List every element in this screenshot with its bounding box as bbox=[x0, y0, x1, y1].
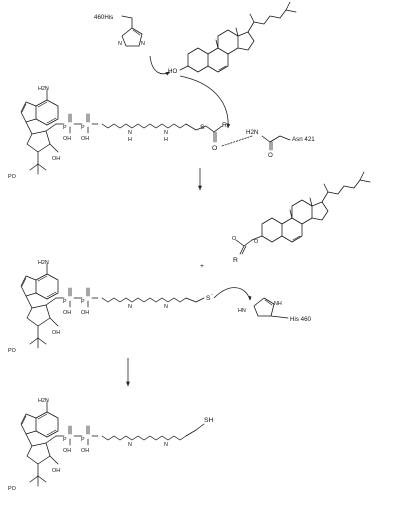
thioester-s-label: S bbox=[200, 124, 205, 131]
sugar-oh-label: OH bbox=[52, 156, 60, 162]
asn421: H2N O Asn 421 bbox=[221, 129, 315, 159]
p-label-6: P bbox=[81, 437, 85, 443]
coa-thiolate: H2N P P OH OH N N OH PO S - bbox=[8, 260, 213, 354]
his-label-bottom: His 460 bbox=[290, 316, 312, 323]
imidazolium-nh-label: NH bbox=[274, 301, 282, 307]
acyl-coa: H2N P P OH OH N H N H OH PO S R O bbox=[8, 86, 227, 180]
p-label-1: P bbox=[63, 125, 67, 131]
h-label-1: H bbox=[128, 137, 132, 143]
plus-sign: + bbox=[200, 263, 204, 270]
oh-label-2: OH bbox=[81, 136, 89, 142]
thiolate-charge: - bbox=[211, 292, 213, 298]
his-label-top: 460His bbox=[94, 14, 113, 21]
adenine-amino-label-3: H2N bbox=[38, 398, 49, 404]
imidazolium-hn-label: HN bbox=[238, 308, 246, 314]
imidazole-n-label: N bbox=[141, 41, 145, 47]
his460-imidazolium: HN NH His 460 bbox=[238, 297, 312, 323]
p-label-4: P bbox=[81, 299, 85, 305]
thiol-sh-label: SH bbox=[204, 417, 214, 424]
adenine-amino-label-2: H2N bbox=[38, 260, 49, 266]
sugar-oh-label-2: OH bbox=[52, 330, 60, 336]
stage-1: 460His N N HO H2N P P OH OH N H N H OH P… bbox=[8, 1, 315, 180]
oh-label-1: OH bbox=[63, 136, 71, 142]
asn-amine-label: H2N bbox=[246, 129, 258, 136]
phosphate-label-3: PO bbox=[8, 486, 16, 492]
ester-o-label: O bbox=[254, 239, 258, 245]
phosphate-label-2: PO bbox=[8, 348, 16, 354]
curved-arrow-ho-to-carbonyl bbox=[179, 75, 231, 129]
curved-arrow-thiolate bbox=[213, 287, 252, 301]
nh-label-3: N bbox=[128, 304, 132, 310]
h-label-2: H bbox=[164, 137, 168, 143]
nh-label-1: N bbox=[128, 130, 132, 136]
ester-r-label: R bbox=[233, 257, 238, 264]
imidazole-nh-label: N bbox=[118, 41, 122, 47]
ester-o2-label: O bbox=[232, 236, 236, 242]
nh-label-2: N bbox=[164, 130, 168, 136]
nh-label-6: N bbox=[164, 442, 168, 448]
nh-label-5: N bbox=[128, 442, 132, 448]
oh-label-4: OH bbox=[81, 310, 89, 316]
thiolate-s-label: S bbox=[206, 295, 211, 302]
curved-arrow-his-to-ho bbox=[149, 55, 171, 76]
nh-label-4: N bbox=[164, 304, 168, 310]
p-label-2: P bbox=[81, 125, 85, 131]
phosphate-label: PO bbox=[8, 174, 16, 180]
p-label-5: P bbox=[63, 437, 67, 443]
thioester-o-label: O bbox=[212, 145, 217, 152]
oh-label-6: OH bbox=[81, 448, 89, 454]
cholesteryl-ester: O O R bbox=[232, 171, 371, 264]
his460-imidazole-top: 460His N N bbox=[94, 14, 145, 47]
adenine-amino-label: H2N bbox=[38, 86, 49, 92]
coenzyme-a-free: H2N P P OH OH N N OH PO SH bbox=[8, 398, 214, 492]
sugar-oh-label-3: OH bbox=[52, 468, 60, 474]
thioester-r-label: R bbox=[222, 122, 227, 129]
asn-label: Asn 421 bbox=[292, 136, 315, 143]
oh-label-5: OH bbox=[63, 448, 71, 454]
cholesterol-hydroxyl-label: HO bbox=[168, 68, 177, 75]
p-label-3: P bbox=[63, 299, 67, 305]
oh-label-3: OH bbox=[63, 310, 71, 316]
cholesterol-top: HO bbox=[168, 1, 297, 75]
stage-3: H2N P P OH OH N N OH PO SH bbox=[8, 398, 214, 492]
asn-o-label: O bbox=[268, 152, 273, 159]
stage-2: O O R + H2N P P OH OH N N OH PO S - HN bbox=[8, 171, 371, 354]
